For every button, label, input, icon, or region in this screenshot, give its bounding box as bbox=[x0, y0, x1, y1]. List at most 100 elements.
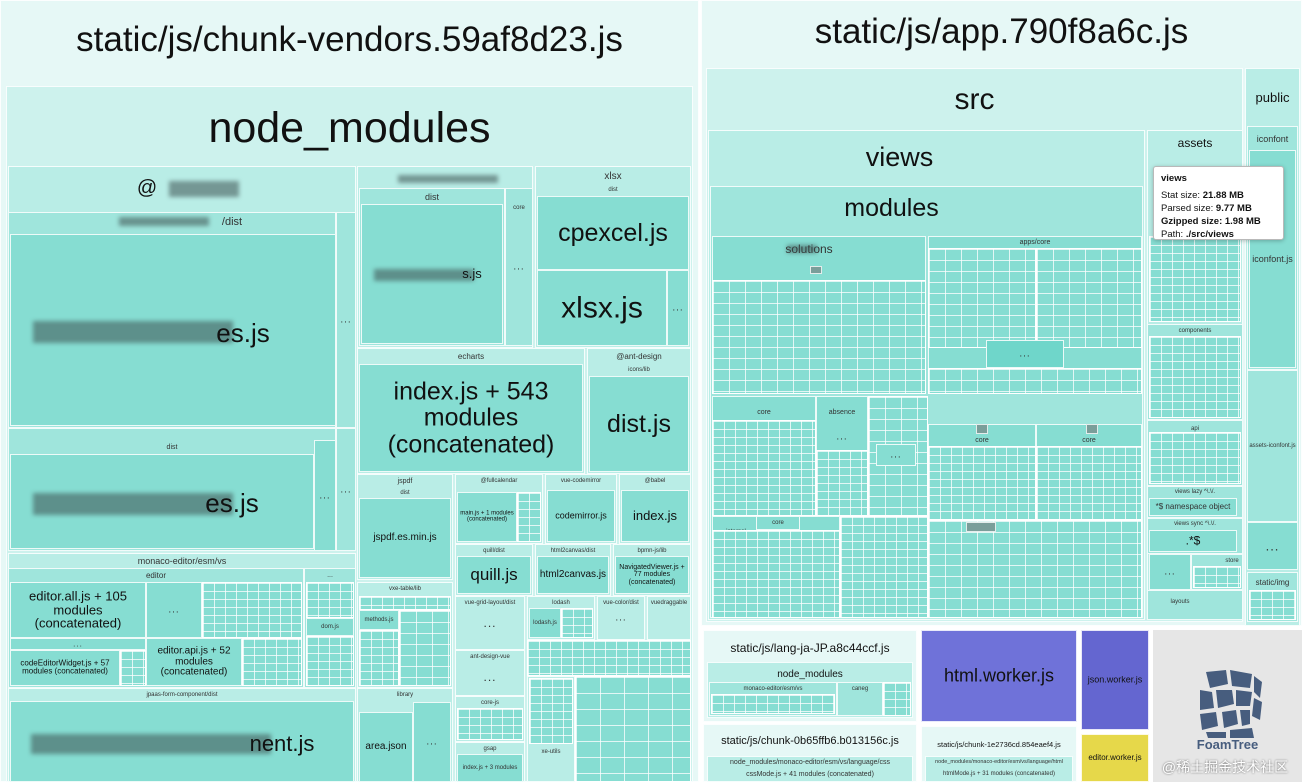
html-worker-label: html.worker.js bbox=[943, 665, 1055, 686]
ant-design-dist-label: dist.js bbox=[607, 409, 671, 438]
components-tiles[interactable] bbox=[1149, 336, 1241, 418]
chunk-1e-path[interactable]: node_modules/monaco-editor/esm/vs/langua… bbox=[925, 756, 1073, 782]
module-a-block[interactable]: es.js bbox=[10, 234, 336, 426]
misc-tiles-e[interactable] bbox=[928, 520, 1142, 618]
core-group-d[interactable]: core bbox=[756, 516, 800, 530]
dom-module[interactable]: dom.js bbox=[306, 618, 354, 636]
cpexcel-module[interactable]: cpexcel.js bbox=[537, 196, 689, 270]
absence-tiles[interactable] bbox=[816, 450, 868, 516]
ellipsis-label: ... bbox=[890, 449, 902, 461]
vue-color-group[interactable]: vue-color/dist ... bbox=[597, 596, 645, 640]
core-a-tiles[interactable] bbox=[712, 420, 816, 516]
static-img-tiles[interactable] bbox=[1249, 590, 1296, 620]
api-tiles[interactable] bbox=[1149, 432, 1241, 484]
library-others[interactable]: ... bbox=[413, 702, 451, 782]
editor-worker-chunk[interactable]: editor.worker.js bbox=[1081, 734, 1149, 782]
package-a-module[interactable]: s.js bbox=[361, 204, 503, 344]
editor-api-side[interactable] bbox=[242, 638, 302, 686]
vxe-table-tiles[interactable] bbox=[359, 596, 451, 610]
package-a-module-label: s.js bbox=[462, 266, 482, 281]
methods-module[interactable]: methods.js bbox=[359, 610, 399, 630]
vxe-table-more[interactable] bbox=[399, 610, 451, 686]
ant-design-dist[interactable]: dist.js bbox=[589, 376, 689, 472]
html-worker-chunk[interactable]: html.worker.js bbox=[921, 630, 1077, 722]
chunk-0b-path[interactable]: node_modules/monaco-editor/esm/vs/langua… bbox=[707, 756, 913, 782]
public-more[interactable]: ... bbox=[1247, 522, 1298, 570]
scoped-right-column[interactable]: ... bbox=[336, 428, 356, 551]
monaco-browser-tiles-bottom[interactable] bbox=[306, 636, 354, 686]
xlsx-module[interactable]: xlsx.js bbox=[537, 270, 667, 346]
tooltip-gzip-value: 1.98 MB bbox=[1224, 216, 1261, 228]
vuedraggable-group[interactable]: vuedraggable bbox=[647, 596, 691, 640]
store-tiles[interactable] bbox=[1193, 566, 1241, 588]
babel-index[interactable]: index.js bbox=[621, 490, 689, 542]
assets-more[interactable]: ... bbox=[1149, 554, 1191, 590]
core-b-tiles[interactable] bbox=[928, 446, 1036, 520]
module-b-side[interactable]: ... bbox=[314, 440, 336, 551]
internal-tiles[interactable] bbox=[712, 530, 840, 618]
namespace-object-module[interactable]: *$ namespace object bbox=[1149, 498, 1237, 516]
quill-module[interactable]: quill.js bbox=[457, 556, 531, 594]
public-label: public bbox=[1255, 90, 1290, 105]
jspdf-module[interactable]: jspdf.es.min.js bbox=[359, 498, 451, 578]
ellipsis-label: ... bbox=[1265, 538, 1280, 554]
misc-marker-e[interactable] bbox=[966, 522, 996, 532]
redacted-module-b bbox=[33, 493, 233, 515]
xlsx-extra[interactable]: ... bbox=[667, 270, 689, 346]
editor-all-module[interactable]: editor.all.js + 105 modules (concatenate… bbox=[10, 582, 146, 638]
lang-caneg[interactable]: caneg bbox=[837, 682, 883, 716]
code-editor-widget-module[interactable]: codeEditorWidget.js + 57 modules (concat… bbox=[10, 650, 120, 686]
solutions-sub-tile[interactable] bbox=[810, 266, 822, 274]
html2canvas-module[interactable]: html2canvas.js bbox=[537, 556, 609, 594]
assets-iconfont-module[interactable]: assets-iconfont.js bbox=[1247, 370, 1298, 522]
apps-core-tiles-b[interactable] bbox=[1036, 248, 1142, 348]
lodash-module[interactable]: lodash.js bbox=[529, 608, 561, 638]
apps-core-more[interactable]: ... bbox=[986, 340, 1064, 368]
ant-design-vue-group[interactable]: ant-design-vue ... bbox=[455, 650, 525, 696]
echarts-module[interactable]: index.js + 543 modules (concatenated) bbox=[359, 364, 583, 472]
assets-tiles-a[interactable] bbox=[1149, 236, 1241, 322]
navigated-viewer-module[interactable]: NavigatedViewer.js + 77 modules (concate… bbox=[615, 556, 689, 594]
core-c-marker[interactable] bbox=[1086, 424, 1098, 434]
core-c-tiles[interactable] bbox=[1036, 446, 1142, 520]
layouts-group[interactable]: layouts bbox=[1147, 590, 1243, 620]
xe-utils-tiles[interactable] bbox=[529, 678, 573, 744]
codemirror-module[interactable]: codemirror.js bbox=[547, 490, 615, 542]
misc-tiles-d[interactable] bbox=[840, 516, 928, 618]
misc-tiles-bottom[interactable] bbox=[575, 676, 691, 782]
center-more[interactable]: ... bbox=[876, 444, 916, 466]
fullcalendar-others[interactable] bbox=[517, 492, 541, 542]
package-a-core[interactable]: core ... bbox=[505, 188, 533, 346]
gsap-index[interactable]: index.js + 3 modules bbox=[457, 754, 523, 782]
editor-small-modules[interactable] bbox=[202, 582, 302, 638]
editor-api-module[interactable]: editor.api.js + 52 modules (concatenated… bbox=[146, 638, 242, 686]
apps-core-tiles-a[interactable] bbox=[928, 248, 1036, 348]
solutions-tiles[interactable] bbox=[712, 280, 926, 394]
vxe-table-more-b[interactable] bbox=[359, 630, 399, 686]
apps-core-tiles-c[interactable] bbox=[928, 368, 1142, 394]
scoped-side-strip[interactable]: ... bbox=[336, 212, 356, 428]
editor-mid-tile[interactable]: ... bbox=[146, 582, 202, 638]
babel-label: @babel bbox=[644, 478, 666, 484]
lang-monaco-tiles[interactable] bbox=[711, 694, 835, 714]
vue-grid-layout-group[interactable]: vue-grid-layout/dist ... bbox=[455, 596, 525, 650]
lang-extra-tiles[interactable] bbox=[883, 682, 911, 716]
core-js-tiles[interactable] bbox=[457, 708, 523, 740]
vxe-table-label: vxe-table/lib bbox=[388, 586, 421, 592]
editor-widget-side[interactable] bbox=[120, 650, 146, 686]
redacted-module-a bbox=[33, 321, 233, 343]
jpaas-module[interactable]: nent.js bbox=[10, 701, 354, 782]
module-b-block[interactable]: es.js bbox=[10, 454, 314, 549]
monaco-browser-tiles[interactable] bbox=[306, 582, 354, 618]
core-label: core bbox=[513, 205, 525, 211]
fullcalendar-main[interactable]: main.js + 1 modules (concatenated) bbox=[457, 492, 517, 542]
area-json-module[interactable]: area.json bbox=[359, 712, 413, 782]
core-label-b: core bbox=[975, 437, 989, 444]
misc-tiles-row[interactable] bbox=[527, 640, 691, 676]
core-b-marker[interactable] bbox=[976, 424, 988, 434]
lodash-others[interactable] bbox=[561, 608, 593, 638]
json-worker-chunk[interactable]: json.worker.js bbox=[1081, 630, 1149, 730]
sync-target-module[interactable]: .*$ bbox=[1149, 530, 1237, 552]
editor-bottom-bar[interactable]: ... bbox=[10, 638, 146, 650]
foamtree-brand-label: FoamTree bbox=[1196, 737, 1259, 752]
